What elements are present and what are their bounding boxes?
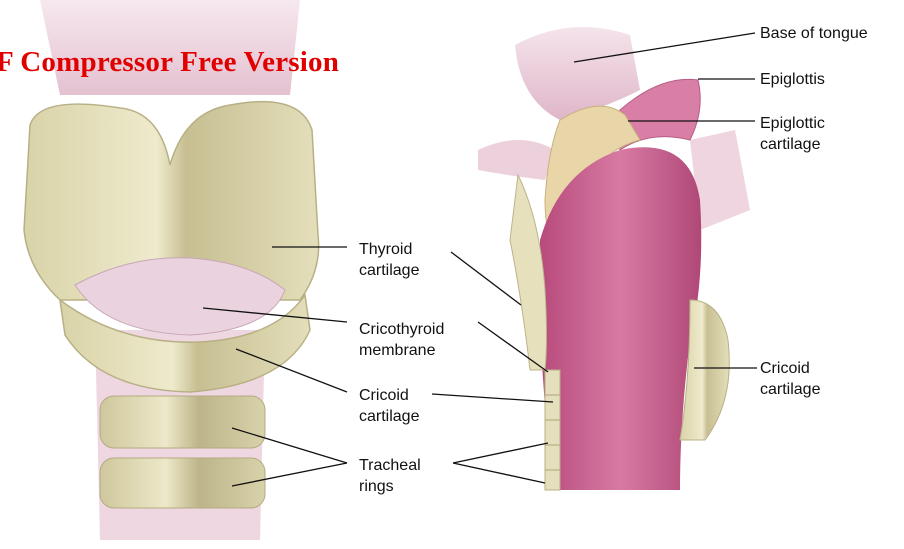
front-view-larynx	[24, 0, 319, 540]
label-tracheal-rings: Tracheal rings	[359, 455, 421, 497]
side-view-larynx	[478, 27, 750, 490]
label-cricothyroid-membrane: Cricothyroid membrane	[359, 319, 444, 361]
tracheal-ring-1	[100, 396, 265, 448]
label-epiglottic-cartilage: Epiglottic cartilage	[760, 113, 825, 155]
label-cricoid-cartilage-front: Cricoid cartilage	[359, 385, 419, 427]
label-thyroid-cartilage: Thyroid cartilage	[359, 239, 419, 281]
compressor-watermark: F Compressor Free Version	[0, 46, 339, 79]
hyoid-muscle	[478, 140, 555, 180]
label-epiglottis: Epiglottis	[760, 69, 825, 90]
tracheal-ring-2	[100, 458, 265, 508]
side-tracheal-rings	[545, 370, 560, 490]
label-cricoid-cartilage-side: Cricoid cartilage	[760, 358, 820, 400]
side-airway-mucosa	[540, 147, 701, 490]
label-base-of-tongue: Base of tongue	[760, 23, 868, 44]
tongue-muscle	[515, 27, 640, 120]
thyroid-cartilage-side-shape	[510, 175, 547, 370]
